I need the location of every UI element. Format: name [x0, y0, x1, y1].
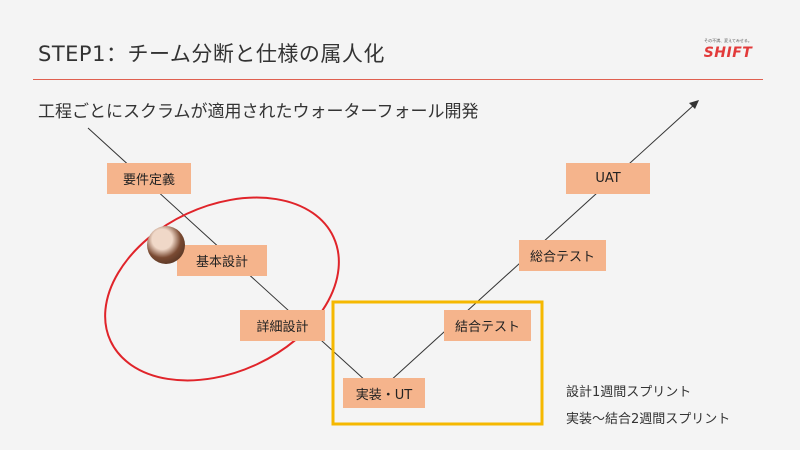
phase-integration-test: 結合テスト — [444, 310, 531, 341]
sprint-note-design: 設計1週間スプリント — [566, 385, 692, 400]
logo-tagline: その不満、変えてみせる。 — [704, 38, 752, 43]
phase-system-test: 総合テスト — [519, 240, 606, 271]
phase-implementation: 実装・UT — [343, 378, 425, 408]
phase-detailed-design: 詳細設計 — [240, 310, 325, 341]
phase-requirements: 要件定義 — [107, 163, 191, 194]
title-divider — [33, 79, 763, 80]
slide-subtitle: 工程ごとにスクラムが適用されたウォーターフォール開発 — [38, 102, 479, 122]
phase-basic-design: 基本設計 — [177, 245, 267, 276]
person-avatar-icon — [147, 226, 185, 264]
red-circle-highlight — [104, 196, 340, 382]
shift-logo: その不満、変えてみせる。 SHIFT — [688, 38, 768, 68]
page-title: STEP1：チーム分断と仕様の属人化 — [38, 42, 385, 66]
phase-uat: UAT — [566, 163, 650, 194]
yellow-box-highlight — [331, 300, 544, 426]
sprint-note-implementation: 実装〜結合2週間スプリント — [566, 412, 731, 427]
logo-wordmark: SHIFT — [703, 45, 753, 61]
arrowhead-icon — [689, 100, 699, 109]
